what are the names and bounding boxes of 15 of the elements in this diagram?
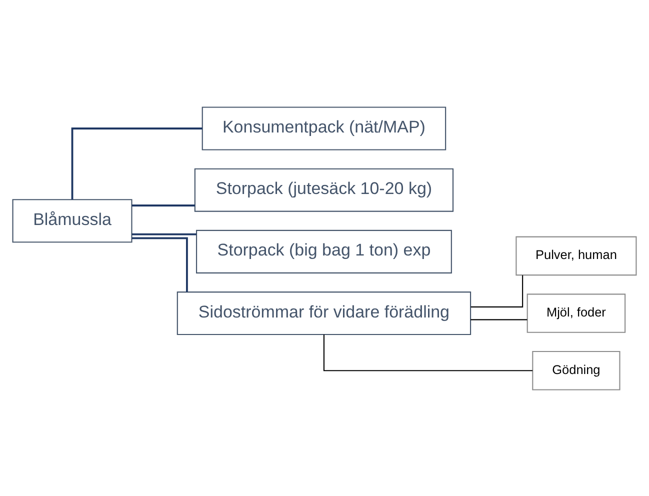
node-box: Storpack (jutesäck 10-20 kg) <box>194 168 454 212</box>
connector <box>470 274 524 307</box>
node-box: Mjöl, foder <box>526 293 626 332</box>
node-box: Konsumentpack (nät/MAP) <box>202 106 446 150</box>
node-box: Blåmussla <box>12 198 132 242</box>
connector <box>132 236 188 292</box>
connector <box>323 334 533 371</box>
node-box: Gödning <box>532 350 620 390</box>
node-box: Pulver, human <box>516 236 637 276</box>
node-box: Sidoströmmar för vidare förädling <box>176 291 472 335</box>
connector <box>132 232 196 235</box>
connector <box>470 318 528 320</box>
node-box: Storpack (big bag 1 ton) exp <box>196 229 452 273</box>
connector <box>132 204 195 206</box>
connector <box>71 127 202 199</box>
